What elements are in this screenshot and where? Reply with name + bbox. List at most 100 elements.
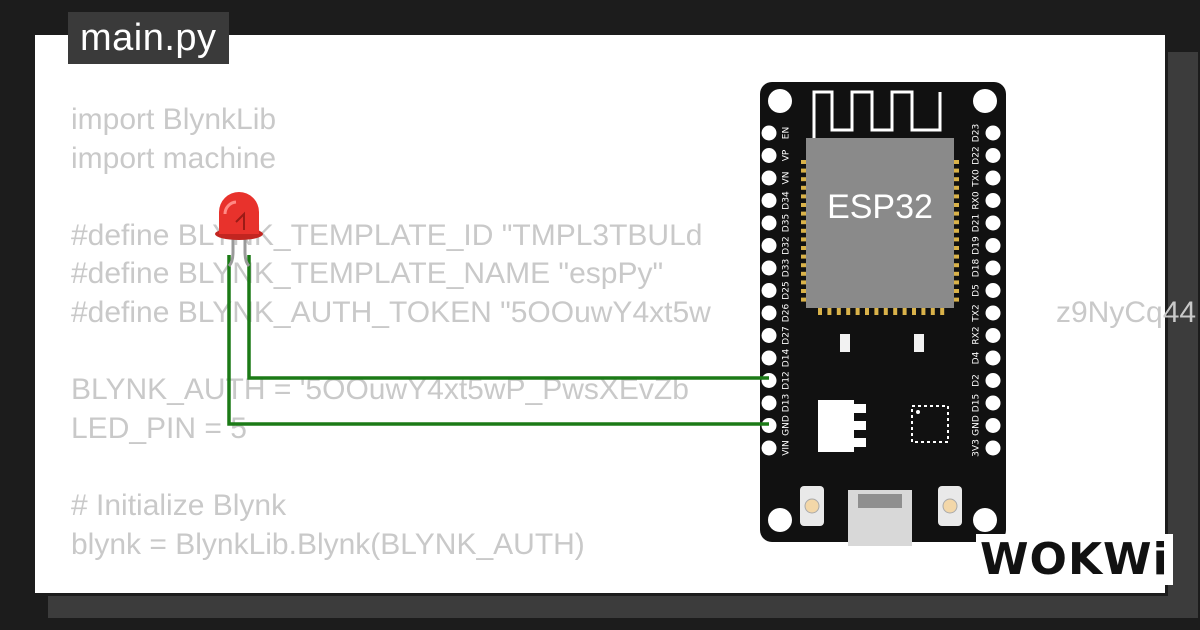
pin-label: VN xyxy=(782,172,792,185)
pin-d35[interactable] xyxy=(761,215,777,231)
chip-pad xyxy=(836,307,841,315)
pin-vin[interactable] xyxy=(761,440,777,456)
chip-pad xyxy=(902,307,907,315)
chip-pad xyxy=(953,211,959,216)
pin-label: D25 xyxy=(782,281,792,299)
esp32-module xyxy=(806,138,954,308)
chip-pad xyxy=(818,307,822,315)
pin-d15[interactable] xyxy=(985,395,1001,411)
chip-pad xyxy=(883,307,888,315)
usb-uart-chip xyxy=(911,405,949,443)
chip-pad xyxy=(953,254,959,259)
pin-label: GND xyxy=(972,415,982,436)
power-led xyxy=(840,334,850,352)
chip-pad xyxy=(930,307,935,315)
chip-pad xyxy=(801,237,807,242)
pin-d12[interactable] xyxy=(761,373,777,388)
chip-pad xyxy=(801,297,807,302)
chip-pad xyxy=(953,263,959,268)
pin-tx2[interactable] xyxy=(985,305,1001,321)
pin-rx0[interactable] xyxy=(985,193,1001,208)
pin-tx0[interactable] xyxy=(985,170,1001,186)
pin-d2[interactable] xyxy=(985,373,1001,388)
code-line: blynk = BlynkLib.Blynk(BLYNK_AUTH) xyxy=(71,527,585,561)
pin-en[interactable] xyxy=(761,125,777,141)
chip-dot xyxy=(916,410,920,414)
chip-pad xyxy=(953,185,959,190)
pin-label: RX2 xyxy=(972,326,982,344)
chip-pad xyxy=(953,271,959,276)
chip-pad xyxy=(846,307,851,315)
pin-vn[interactable] xyxy=(761,170,777,186)
led-anode-leg xyxy=(243,234,251,268)
code-overflow-text: z9NyCq44 xyxy=(1056,296,1196,329)
red-led[interactable] xyxy=(215,192,263,268)
pin-d22[interactable] xyxy=(985,148,1001,163)
mount-hole xyxy=(973,89,997,113)
led-highlight xyxy=(223,200,237,215)
code-line: import BlynkLib xyxy=(71,103,277,136)
pin-d18[interactable] xyxy=(985,260,1001,276)
pin-d25[interactable] xyxy=(761,283,777,298)
wires[interactable] xyxy=(227,255,769,426)
pin-d23[interactable] xyxy=(985,125,1001,141)
chip-pad xyxy=(801,289,807,293)
chip-pad xyxy=(953,228,959,233)
pin-label: D13 xyxy=(782,394,792,412)
wire-anode-to-d12[interactable] xyxy=(247,255,769,380)
pin-d5[interactable] xyxy=(985,283,1001,298)
pin-label: D14 xyxy=(782,349,792,368)
pin-rx2[interactable] xyxy=(985,328,1001,343)
chip-pad xyxy=(893,307,898,315)
pin-vp[interactable] xyxy=(761,148,777,163)
pin-d13[interactable] xyxy=(761,395,777,411)
regulator-pin xyxy=(854,421,866,430)
pin-d27[interactable] xyxy=(761,328,777,343)
chip-pad xyxy=(874,307,879,315)
wokwi-logo: WOKWi xyxy=(976,534,1173,585)
pin-d34[interactable] xyxy=(761,193,777,208)
mount-hole xyxy=(973,508,997,532)
right-pin-header[interactable]: D23D22TX0RX0D21D19D18D5TX2RX2D4D2D15GND3… xyxy=(972,124,1001,457)
pin-d33[interactable] xyxy=(761,260,777,276)
led-cathode-leg xyxy=(227,234,235,268)
esp32-board[interactable]: ESP32 ENVPVND34D35D32D33D25D26D27D14D12D… xyxy=(760,82,1006,546)
pin-d26[interactable] xyxy=(761,305,777,321)
led-body xyxy=(219,192,259,234)
pin-d19[interactable] xyxy=(985,238,1001,253)
chip-pad xyxy=(953,203,959,207)
wire-cathode-to-gnd[interactable] xyxy=(227,255,769,426)
regulator-pin xyxy=(854,404,866,413)
chip-pad xyxy=(801,211,807,216)
chip-pad xyxy=(953,297,959,302)
pin-3v3[interactable] xyxy=(985,440,1001,456)
pin-label: D27 xyxy=(782,326,792,344)
antenna-trace xyxy=(812,90,942,138)
chip-pad xyxy=(953,194,959,199)
chip-pad xyxy=(865,307,869,315)
chip-pad xyxy=(855,307,860,315)
chip-pad xyxy=(801,185,807,190)
boot-button-cap[interactable] xyxy=(804,498,820,514)
chip-pads xyxy=(801,160,959,315)
pin-label: D18 xyxy=(972,259,982,278)
pin-d4[interactable] xyxy=(985,350,1001,366)
pin-d21[interactable] xyxy=(985,215,1001,231)
pin-label: D34 xyxy=(782,191,792,210)
chip-pad xyxy=(940,307,945,315)
pin-d32[interactable] xyxy=(761,238,777,253)
left-pin-header[interactable]: ENVPVND34D35D32D33D25D26D27D14D12D13GNDV… xyxy=(761,125,792,456)
chip-pad xyxy=(801,263,807,268)
pin-label: D26 xyxy=(782,304,792,323)
voltage-regulator xyxy=(818,400,854,452)
reset-button-cap[interactable] xyxy=(942,498,958,514)
chip-pad xyxy=(801,228,807,233)
chip-pad xyxy=(953,289,959,293)
pin-gnd[interactable] xyxy=(985,418,1001,433)
pin-label: D12 xyxy=(782,371,792,389)
pin-label: TX2 xyxy=(972,304,982,322)
pin-label: VIN xyxy=(782,440,792,456)
chip-pad xyxy=(801,220,807,225)
pin-d14[interactable] xyxy=(761,350,777,366)
